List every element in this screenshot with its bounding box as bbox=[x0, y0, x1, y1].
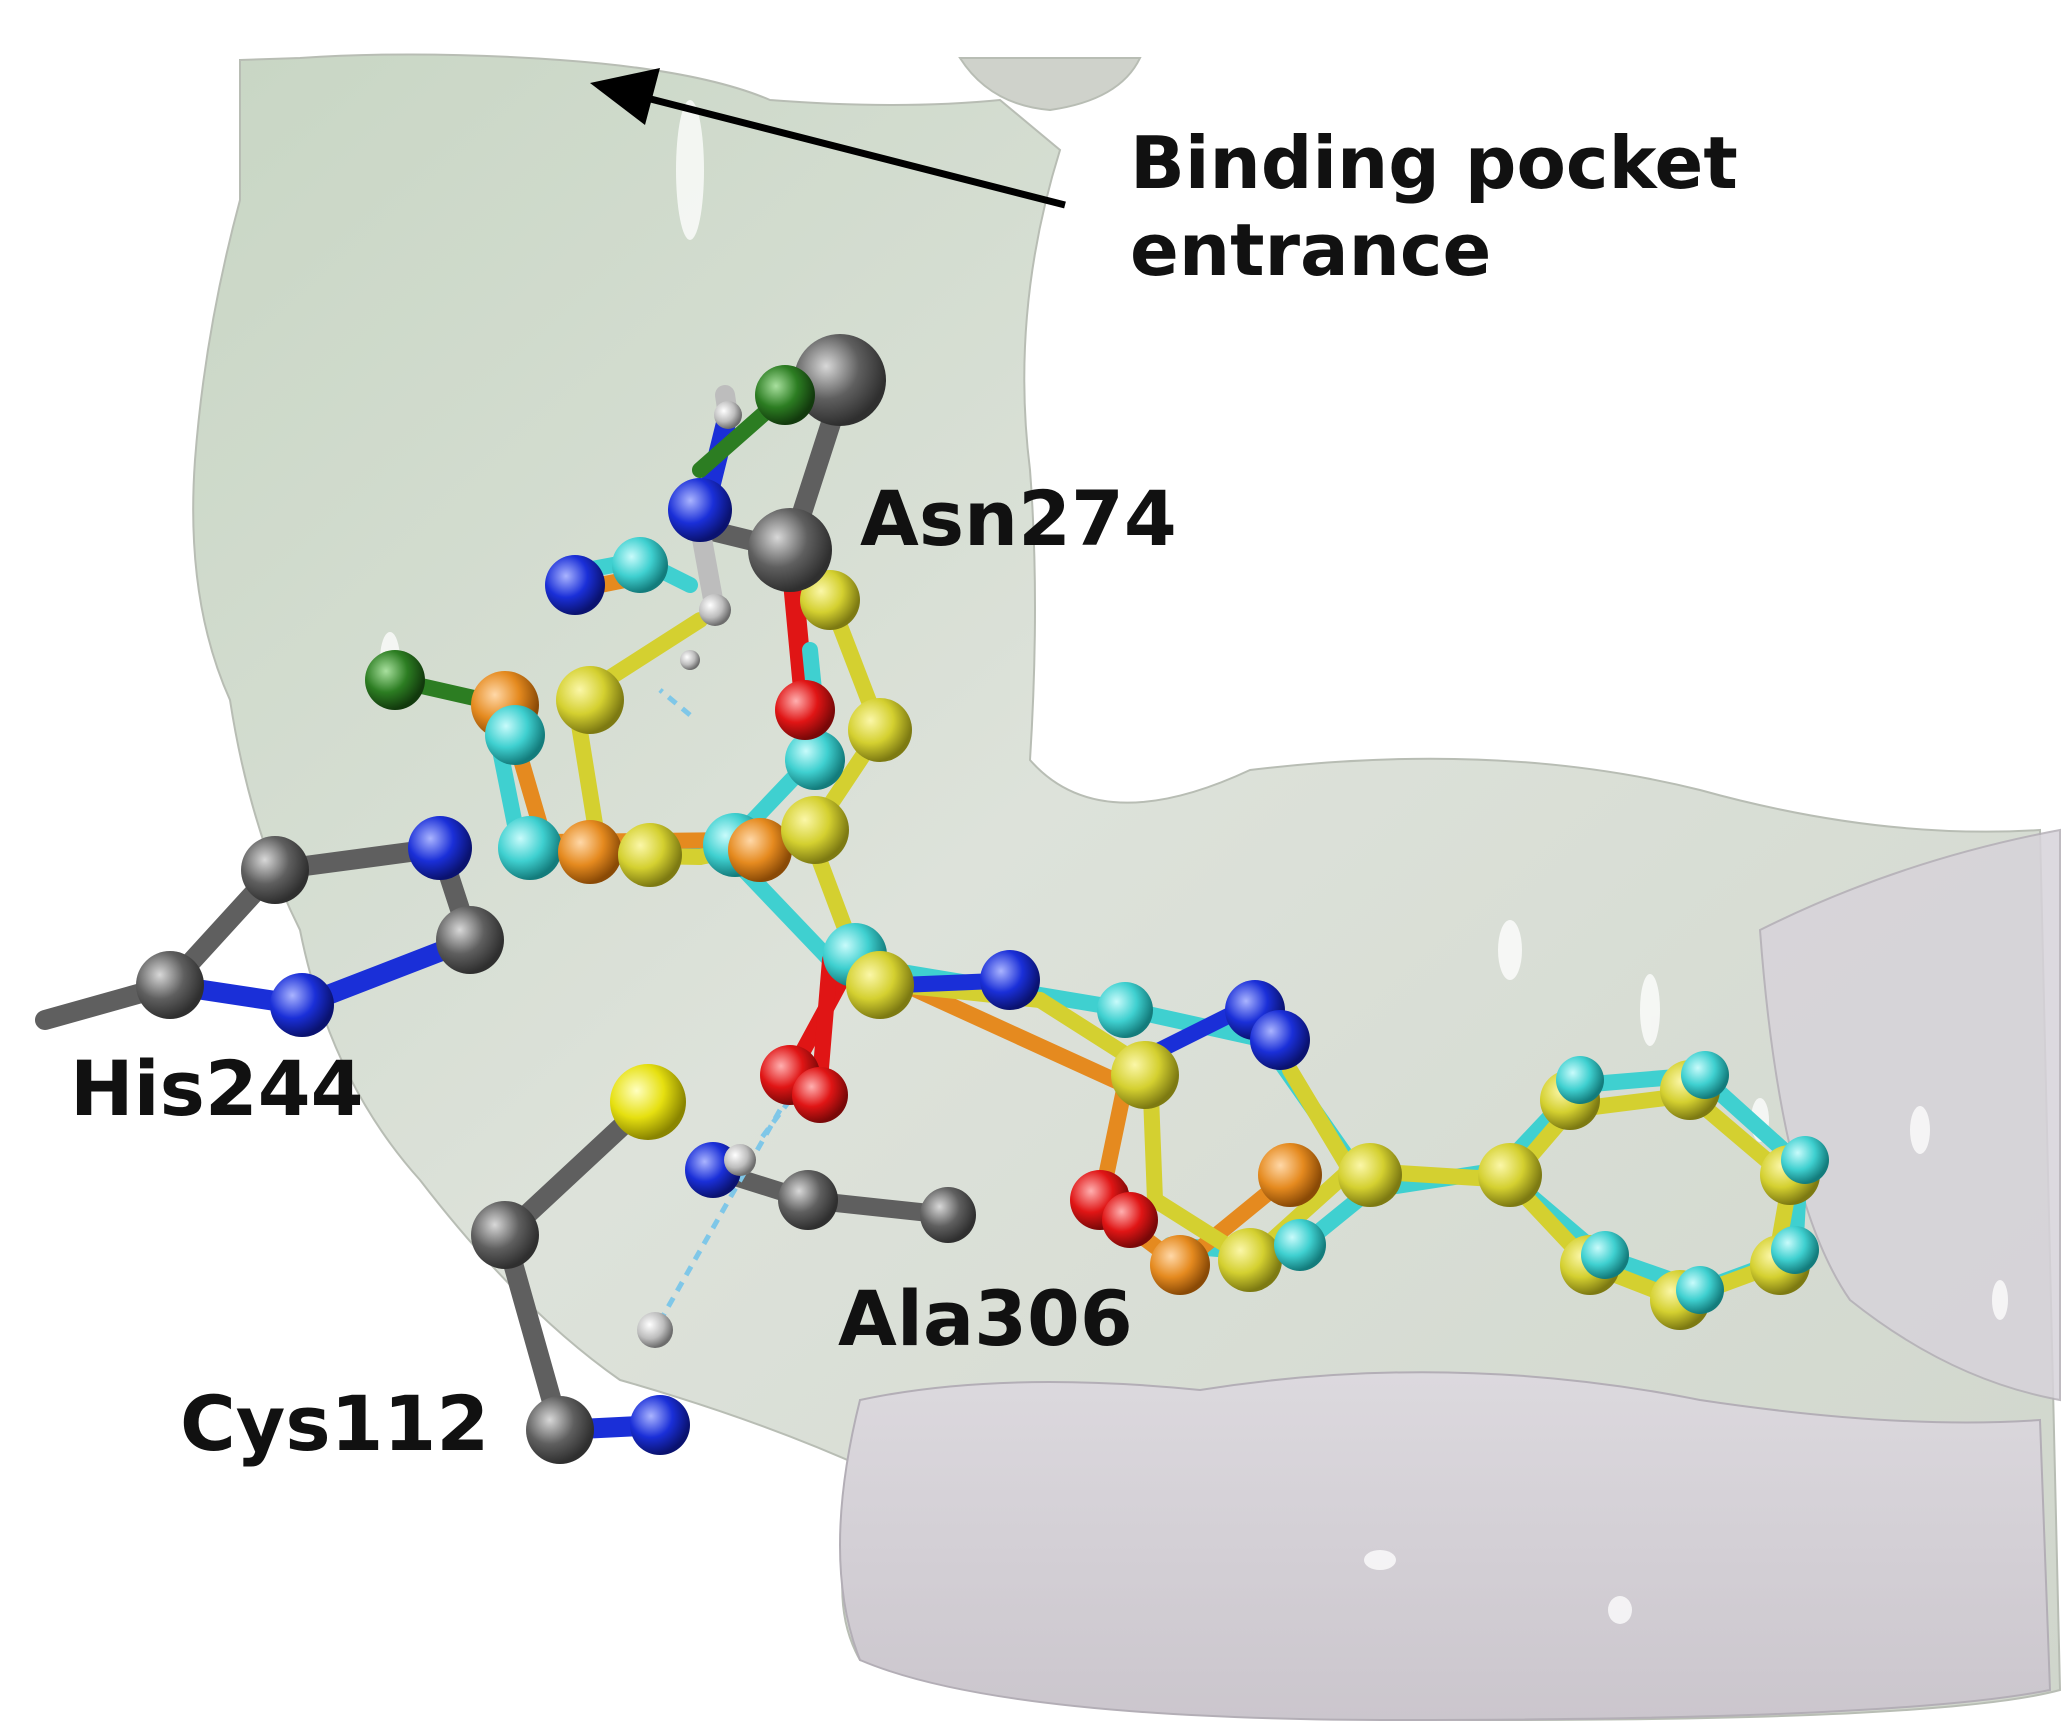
label-ala306: Ala306 bbox=[838, 1274, 1133, 1363]
label-his244: His244 bbox=[70, 1044, 364, 1133]
surface-right-lobe bbox=[1758, 828, 2061, 1402]
surface-lower-lobe bbox=[839, 1371, 2052, 1722]
surface-top-notch bbox=[958, 57, 1142, 112]
label-entrance-line2: entrance bbox=[1130, 208, 1491, 292]
label-asn274: Asn274 bbox=[860, 474, 1177, 563]
surface-highlights bbox=[380, 100, 2008, 1624]
entrance-arrow bbox=[590, 68, 1066, 209]
labels: Binding pocket entrance Asn274 His244 Cy… bbox=[70, 121, 1738, 1468]
protein-surface bbox=[192, 53, 2062, 1722]
surface-upper-lobe bbox=[192, 53, 2062, 1722]
atoms bbox=[136, 334, 1829, 1464]
label-entrance-line1: Binding pocket bbox=[1130, 121, 1738, 205]
hydrogen-bonds bbox=[652, 688, 792, 1332]
label-cys112: Cys112 bbox=[180, 1379, 489, 1468]
